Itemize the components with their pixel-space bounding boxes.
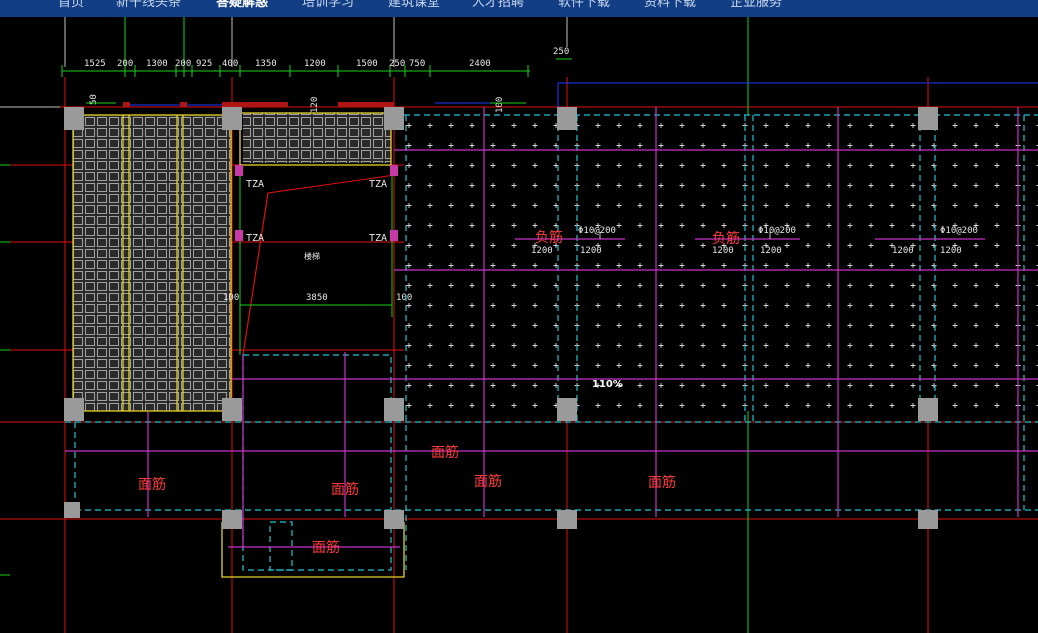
face-rebar-label-3: 面筋	[331, 481, 359, 498]
tza-label-3: TZA	[246, 233, 264, 244]
rebar-spec-3: Φ10@200	[940, 226, 978, 236]
tiled-slab-left	[73, 115, 231, 411]
top-dim-4: 925	[196, 59, 212, 69]
top-navigation-bar: 首页 新干线头条 答疑解惑 培训学习 建筑课堂 人才招聘 软件下载 资料下载 企业服务	[0, 0, 1038, 17]
top-dimension-chain	[61, 58, 572, 77]
dim-120: 120	[310, 97, 320, 113]
top-dim-7: 1200	[304, 59, 326, 69]
cad-drawing-canvas: 1525 200 1300 200 925 400 1350 1200 1500 250 750 24…	[0, 17, 1038, 633]
nav-item-5[interactable]: 人才招聘	[472, 0, 525, 10]
rebar-len-6: 1200	[940, 246, 962, 256]
top-dim-11: 2400	[469, 59, 491, 69]
percent-label: 110%	[592, 379, 623, 390]
top-dim-5: 400	[222, 59, 238, 69]
rebar-len-2: 1200	[580, 246, 602, 256]
dim-100-left: 100	[223, 293, 239, 303]
rebar-type-labels: 负筋 负筋 面筋 面筋 面筋 面筋 面筋 面筋	[138, 229, 740, 556]
rebar-len-4: 1200	[760, 246, 782, 256]
top-dim-2: 1300	[146, 59, 168, 69]
face-rebar-label-1: 面筋	[431, 444, 459, 461]
rebar-len-3: 1200	[712, 246, 734, 256]
nav-item-4[interactable]: 建筑课堂	[388, 0, 441, 10]
structural-columns	[64, 107, 938, 529]
nav-item-8[interactable]: 企业服务	[730, 0, 783, 10]
nav-item-6[interactable]: 软件下载	[558, 0, 611, 10]
top-dim-10: 750	[409, 59, 425, 69]
nav-item-0[interactable]: 首页	[58, 0, 85, 10]
face-rebar-label-6: 面筋	[312, 539, 340, 556]
top-dim-1: 200	[117, 59, 133, 69]
neg-rebar-label-2: 负筋	[712, 230, 740, 247]
face-rebar-label-5: 面筋	[648, 474, 676, 491]
tza-label-2: TZA	[369, 179, 387, 190]
face-rebar-label-2: 面筋	[138, 476, 166, 493]
rebar-len-1: 1200	[531, 246, 553, 256]
rebar-len-5: 1200	[892, 246, 914, 256]
top-dim-0: 1525	[84, 59, 106, 69]
nav-item-1[interactable]: 新干线头条	[116, 0, 182, 10]
nav-item-7[interactable]: 资料下载	[644, 0, 697, 10]
top-dim-9: 250	[389, 59, 405, 69]
stair-area: TZA TZA TZA TZA 楼梯 100 3850 100	[223, 165, 412, 356]
dim-250-top: 250	[553, 47, 569, 57]
top-dim-3: 200	[175, 59, 191, 69]
neg-rebar-label-1: 负筋	[535, 229, 563, 246]
stair-label: 楼梯	[304, 251, 320, 261]
dim-50: 50	[89, 94, 99, 105]
face-rebar-label-4: 面筋	[474, 473, 502, 490]
rebar-lines	[65, 107, 1038, 548]
nav-item-2[interactable]: 答疑解惑	[216, 0, 269, 10]
dim-3850: 3850	[306, 293, 328, 303]
rebar-spec-2: Φ10@200	[758, 226, 796, 236]
tiled-strip-stair	[243, 113, 391, 163]
dim-100-top: 100	[495, 97, 505, 113]
top-dim-8: 1500	[356, 59, 378, 69]
dim-100-right: 100	[396, 293, 412, 303]
top-dim-6: 1350	[255, 59, 277, 69]
rebar-spec-1: Φ10@200	[578, 226, 616, 236]
tza-label-4: TZA	[369, 233, 387, 244]
hatched-slab-right	[404, 115, 1038, 411]
tza-label-1: TZA	[246, 179, 264, 190]
nav-item-3[interactable]: 培训学习	[302, 0, 355, 10]
rebar-annotations: Φ10@200 Φ10@200 Φ10@200 1200 1200 1200 1…	[531, 226, 978, 390]
